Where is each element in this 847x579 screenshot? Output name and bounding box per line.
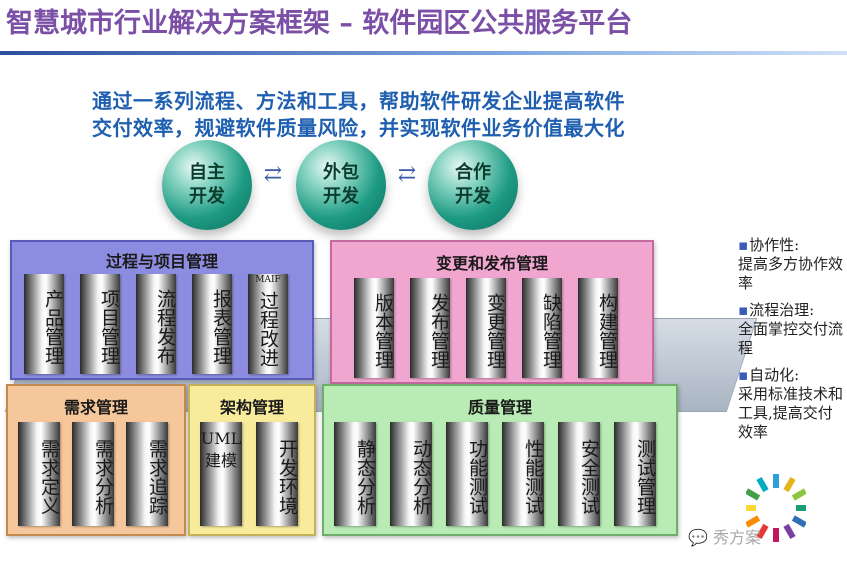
bullet-head: 流程治理: — [738, 301, 814, 319]
title-divider — [0, 51, 847, 55]
item-performance-test: 性能测试 — [502, 422, 544, 526]
panel-title: 过程与项目管理 — [105, 252, 218, 271]
item-process-publish: 流程发布 — [136, 274, 176, 374]
item-uml-modeling: UML建模 — [200, 422, 242, 526]
wechat-icon: 💬 — [688, 528, 708, 547]
watermark: 💬 秀方案 — [688, 524, 761, 548]
bullet-body: 提高多方协作效率 — [738, 255, 844, 292]
item-tiny-label: MAIF — [255, 275, 281, 285]
item-static-analysis: 静态分析 — [334, 422, 376, 526]
sphere-outsource-dev: 外包 开发 — [296, 140, 386, 230]
bullet-head: 自动化: — [738, 366, 799, 384]
item-process-improve: MAIF 过程改进 — [248, 274, 288, 374]
item-change-mgmt: 变更管理 — [466, 278, 506, 378]
bullet-automation: 自动化: 采用标准技术和工具,提高交付效率 — [738, 366, 846, 442]
bullet-body: 全面掌控交付流程 — [738, 320, 844, 357]
item-dynamic-analysis: 动态分析 — [390, 422, 432, 526]
watermark-text: 秀方案 — [713, 528, 762, 547]
bullet-collaboration: 协作性: 提高多方协作效率 — [738, 236, 846, 293]
panel-process-management: 过程与项目管理 产品管理 项目管理 流程发布 报表管理 MAIF 过程改进 — [10, 240, 314, 380]
bullet-governance: 流程治理: 全面掌控交付流程 — [738, 301, 846, 358]
item-security-test: 安全测试 — [558, 422, 600, 526]
subtitle-line-1: 通过一系列流程、方法和工具，帮助软件研发企业提高软件 — [92, 89, 625, 113]
sphere-label: 自主 开发 — [189, 162, 225, 207]
item-build-mgmt: 构建管理 — [578, 278, 618, 378]
bullet-body: 采用标准技术和工具,提高交付效率 — [738, 385, 844, 441]
sphere-label: 外包 开发 — [323, 162, 359, 207]
item-label: 过程改进 — [257, 291, 279, 367]
panel-title: 质量管理 — [467, 398, 532, 417]
panel-change-release: 变更和发布管理 版本管理 发布管理 变更管理 缺陷管理 构建管理 — [330, 240, 654, 384]
panel-title: 架构管理 — [219, 398, 284, 417]
panel-requirements: 需求管理 需求定义 需求分析 需求追踪 — [6, 384, 186, 536]
sphere-label: 合作 开发 — [455, 162, 491, 207]
panel-architecture: 架构管理 UML建模 开发环境 — [188, 384, 316, 536]
item-product-mgmt: 产品管理 — [24, 274, 64, 374]
item-function-test: 功能测试 — [446, 422, 488, 526]
item-project-mgmt: 项目管理 — [80, 274, 120, 374]
sphere-self-dev: 自主 开发 — [162, 140, 252, 230]
subtitle: 通过一系列流程、方法和工具，帮助软件研发企业提高软件 交付效率，规避软件质量风险… — [92, 88, 712, 142]
item-req-trace: 需求追踪 — [126, 422, 168, 526]
subtitle-line-2: 交付效率，规避软件质量风险，并实现软件业务价值最大化 — [92, 116, 625, 140]
item-report-mgmt: 报表管理 — [192, 274, 232, 374]
item-req-analysis: 需求分析 — [72, 422, 114, 526]
item-release-mgmt: 发布管理 — [410, 278, 450, 378]
item-dev-env: 开发环境 — [256, 422, 298, 526]
item-test-mgmt: 测试管理 — [614, 422, 656, 526]
item-defect-mgmt: 缺陷管理 — [522, 278, 562, 378]
panel-quality: 质量管理 静态分析 动态分析 功能测试 性能测试 安全测试 测试管理 — [322, 384, 678, 536]
swap-arrows-icon: ⇄ — [263, 162, 283, 187]
item-version-mgmt: 版本管理 — [354, 278, 394, 378]
brand-logo-icon — [746, 474, 806, 542]
panel-title: 变更和发布管理 — [435, 254, 548, 273]
bullet-head: 协作性: — [738, 236, 799, 254]
page-title: 智慧城市行业解决方案框架 – 软件园区公共服务平台 — [6, 8, 633, 39]
sphere-coop-dev: 合作 开发 — [428, 140, 518, 230]
swap-arrows-icon: ⇄ — [397, 162, 417, 187]
panel-title: 需求管理 — [63, 398, 128, 417]
item-req-define: 需求定义 — [18, 422, 60, 526]
feature-bullets: 协作性: 提高多方协作效率 流程治理: 全面掌控交付流程 自动化: 采用标准技术… — [738, 236, 846, 450]
